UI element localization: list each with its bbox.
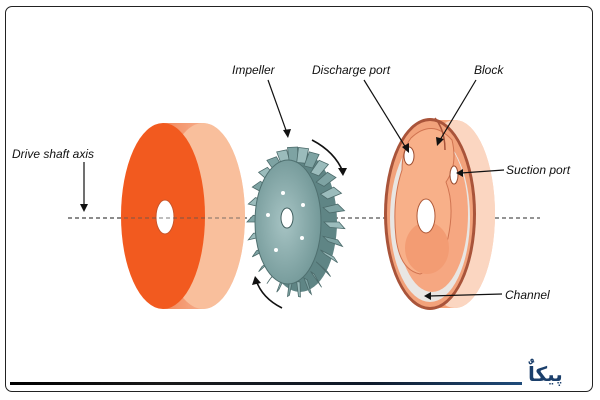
impeller-blade — [321, 235, 344, 248]
label-impeller: Impeller — [232, 63, 275, 77]
impeller-blade — [322, 221, 346, 230]
impeller-blade — [296, 281, 301, 298]
label-suction-port: Suction port — [506, 163, 571, 177]
impeller-blade — [303, 277, 313, 296]
impeller-blade — [303, 151, 320, 169]
impeller-blade — [322, 203, 346, 214]
block-leader — [439, 79, 477, 141]
leader-lines — [80, 79, 505, 300]
label-discharge-port: Discharge port — [312, 63, 391, 77]
impeller-hub-hole — [280, 207, 294, 229]
impeller-blade — [315, 171, 337, 187]
impeller-blade — [315, 261, 331, 277]
label-channel: Channel — [505, 288, 550, 302]
impeller-blade — [309, 159, 330, 177]
label-block: Block — [474, 63, 504, 77]
diagram-frame — [5, 6, 593, 392]
impeller-blade — [320, 249, 338, 264]
discharge-leader — [363, 79, 407, 149]
suction-leader — [460, 169, 505, 174]
housing-shaft-hole — [416, 198, 436, 234]
impeller-blade — [310, 271, 322, 288]
impeller-leader — [267, 79, 288, 134]
cover-disc — [68, 123, 245, 309]
label-drive-shaft-axis: Drive shaft axis — [12, 147, 95, 161]
suction-port-hole — [449, 165, 459, 185]
pump-housing — [384, 117, 495, 310]
impeller-wheel — [246, 146, 346, 298]
impeller-blade — [319, 186, 343, 200]
footer-rule — [10, 382, 522, 385]
channel-leader — [428, 293, 503, 297]
cover-disc-hole — [155, 199, 175, 235]
rotation-arrow-bottom — [255, 279, 283, 309]
brand-logo: پیکاٌ — [528, 362, 563, 386]
impeller-blade — [296, 147, 310, 164]
